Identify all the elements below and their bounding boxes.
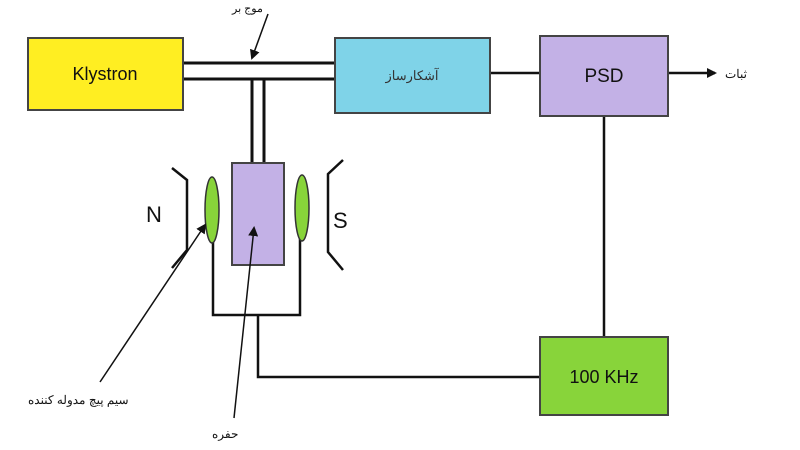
- cavity-leader: [233, 226, 259, 419]
- modulation-coil-left: [204, 176, 220, 244]
- magnet-north-pole: [171, 167, 189, 269]
- magnet-south-pole: [326, 159, 344, 271]
- south-label: S: [333, 208, 348, 233]
- detector-block: آشکارساز: [334, 37, 491, 114]
- waveguide: [183, 61, 335, 163]
- psd-label: PSD: [584, 66, 623, 87]
- modulation-wiring: [211, 230, 540, 379]
- cavity-block: [231, 162, 285, 266]
- coil-leader: [99, 223, 207, 383]
- waveguide-label: موج بر: [231, 3, 263, 15]
- klystron-label: Klystron: [72, 64, 137, 84]
- cavity-label: حفره: [212, 427, 238, 441]
- north-label: N: [146, 202, 162, 227]
- modulation-coil-right: [294, 174, 310, 242]
- detector-label: آشکارساز: [384, 67, 439, 84]
- psd-block: PSD: [539, 35, 669, 117]
- output-label: ثبات: [725, 67, 747, 81]
- modulation-coil-label: سیم پیچ مدوله کننده: [28, 393, 129, 407]
- klystron-block: Klystron: [27, 37, 184, 111]
- oscillator-label: 100 KHz: [569, 367, 638, 387]
- waveguide-leader: [250, 13, 269, 60]
- oscillator-block: 100 KHz: [539, 336, 669, 416]
